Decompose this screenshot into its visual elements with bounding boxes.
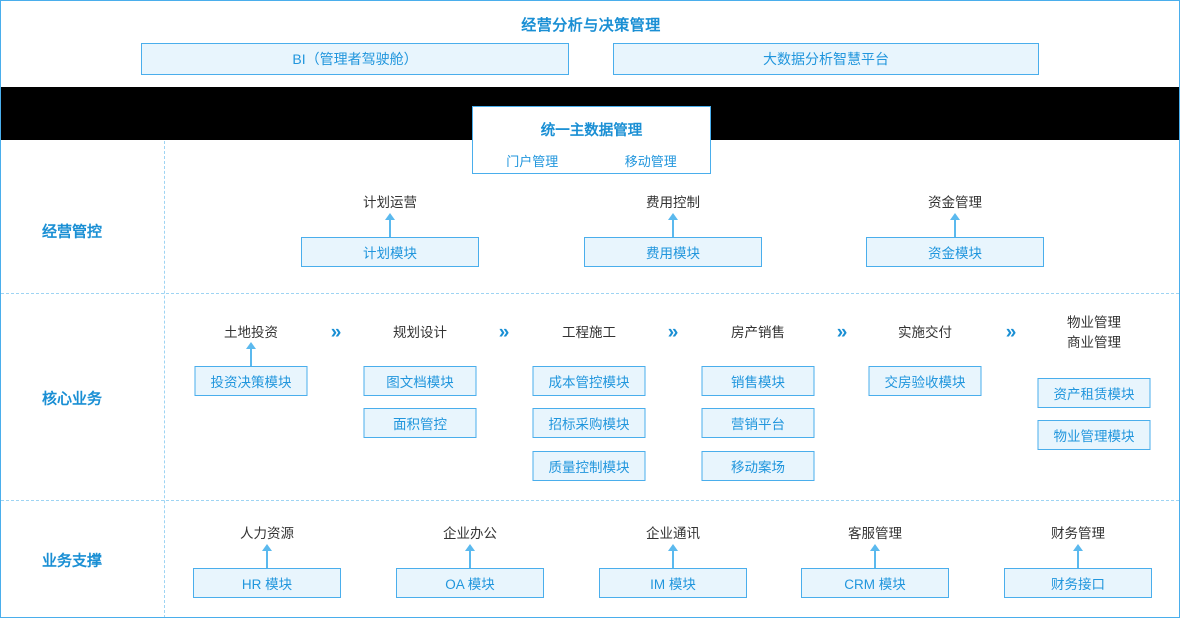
row-label-support: 业务支撑 xyxy=(41,552,103,570)
flow-chevron-icon-1: » xyxy=(330,322,342,343)
col-head-plan-ops: 计划运营 xyxy=(363,195,417,210)
col-head-delivery: 实施交付 xyxy=(898,325,952,340)
module-mobile-showroom[interactable]: 移动案场 xyxy=(701,451,815,481)
module-area-control[interactable]: 面积管控 xyxy=(363,408,477,438)
master-data-title: 统一主数据管理 xyxy=(540,123,643,139)
connector-arrow-finance xyxy=(1077,550,1079,568)
col-head-finance: 财务管理 xyxy=(1051,526,1105,541)
master-data-item-mobile[interactable]: 移动管理 xyxy=(624,154,677,169)
master-data-management-box[interactable]: 统一主数据管理 门户管理 移动管理 xyxy=(472,106,711,174)
platform-bi-button[interactable]: BI（管理者驾驶舱） xyxy=(141,43,569,75)
page-title: 经营分析与决策管理 xyxy=(521,17,661,34)
col-head-property-sales: 房产销售 xyxy=(731,325,785,340)
col-head-planning-design: 规划设计 xyxy=(393,325,447,340)
connector-arrow-hr xyxy=(266,550,268,568)
module-asset-leasing[interactable]: 资产租赁模块 xyxy=(1037,378,1151,408)
row-separator-2 xyxy=(1,500,1179,501)
module-hr[interactable]: HR 模块 xyxy=(193,568,341,598)
module-document[interactable]: 图文档模块 xyxy=(363,366,477,396)
col-head-customer-service: 客服管理 xyxy=(848,526,902,541)
master-data-item-portal[interactable]: 门户管理 xyxy=(506,154,559,169)
connector-arrow-im xyxy=(672,550,674,568)
label-column-divider xyxy=(164,141,165,617)
platform-bigdata-button[interactable]: 大数据分析智慧平台 xyxy=(613,43,1039,75)
connector-arrow-crm xyxy=(874,550,876,568)
module-quality-control[interactable]: 质量控制模块 xyxy=(532,451,646,481)
module-investment-decision[interactable]: 投资决策模块 xyxy=(194,366,308,396)
col-head-cost-control: 费用控制 xyxy=(646,195,700,210)
module-property-management[interactable]: 物业管理模块 xyxy=(1037,420,1151,450)
col-head-property-management-line2: 商业管理 xyxy=(1067,335,1121,350)
module-marketing-platform[interactable]: 营销平台 xyxy=(701,408,815,438)
module-plan[interactable]: 计划模块 xyxy=(301,237,479,267)
module-procurement[interactable]: 招标采购模块 xyxy=(532,408,646,438)
flow-chevron-icon-2: » xyxy=(498,322,510,343)
col-head-hr: 人力资源 xyxy=(240,526,294,541)
col-head-communication: 企业通讯 xyxy=(646,526,700,541)
module-fund[interactable]: 资金模块 xyxy=(866,237,1044,267)
row-separator-1 xyxy=(1,293,1179,294)
col-head-construction: 工程施工 xyxy=(562,325,616,340)
row-label-core-business: 核心业务 xyxy=(41,390,103,408)
module-sales[interactable]: 销售模块 xyxy=(701,366,815,396)
col-head-land-investment: 土地投资 xyxy=(224,325,278,340)
col-head-fund-management: 资金管理 xyxy=(928,195,982,210)
connector-arrow-fund xyxy=(954,219,956,237)
flow-chevron-icon-3: » xyxy=(667,322,679,343)
module-expense[interactable]: 费用模块 xyxy=(584,237,762,267)
connector-arrow-expense xyxy=(672,219,674,237)
connector-arrow-oa xyxy=(469,550,471,568)
module-crm[interactable]: CRM 模块 xyxy=(801,568,949,598)
module-handover-acceptance[interactable]: 交房验收模块 xyxy=(868,366,982,396)
module-cost-control[interactable]: 成本管控模块 xyxy=(532,366,646,396)
module-finance-interface[interactable]: 财务接口 xyxy=(1004,568,1152,598)
connector-arrow-plan xyxy=(389,219,391,237)
flow-chevron-icon-4: » xyxy=(836,322,848,343)
module-im[interactable]: IM 模块 xyxy=(599,568,747,598)
col-head-property-management: 物业管理 商业管理 xyxy=(1067,313,1121,353)
row-label-management: 经营管控 xyxy=(41,223,103,241)
flow-chevron-icon-5: » xyxy=(1005,322,1017,343)
module-oa[interactable]: OA 模块 xyxy=(396,568,544,598)
col-head-office: 企业办公 xyxy=(443,526,497,541)
connector-arrow-land-investment xyxy=(250,348,252,366)
master-data-subitems: 门户管理 移动管理 xyxy=(473,151,710,170)
col-head-property-management-line1: 物业管理 xyxy=(1067,315,1121,330)
